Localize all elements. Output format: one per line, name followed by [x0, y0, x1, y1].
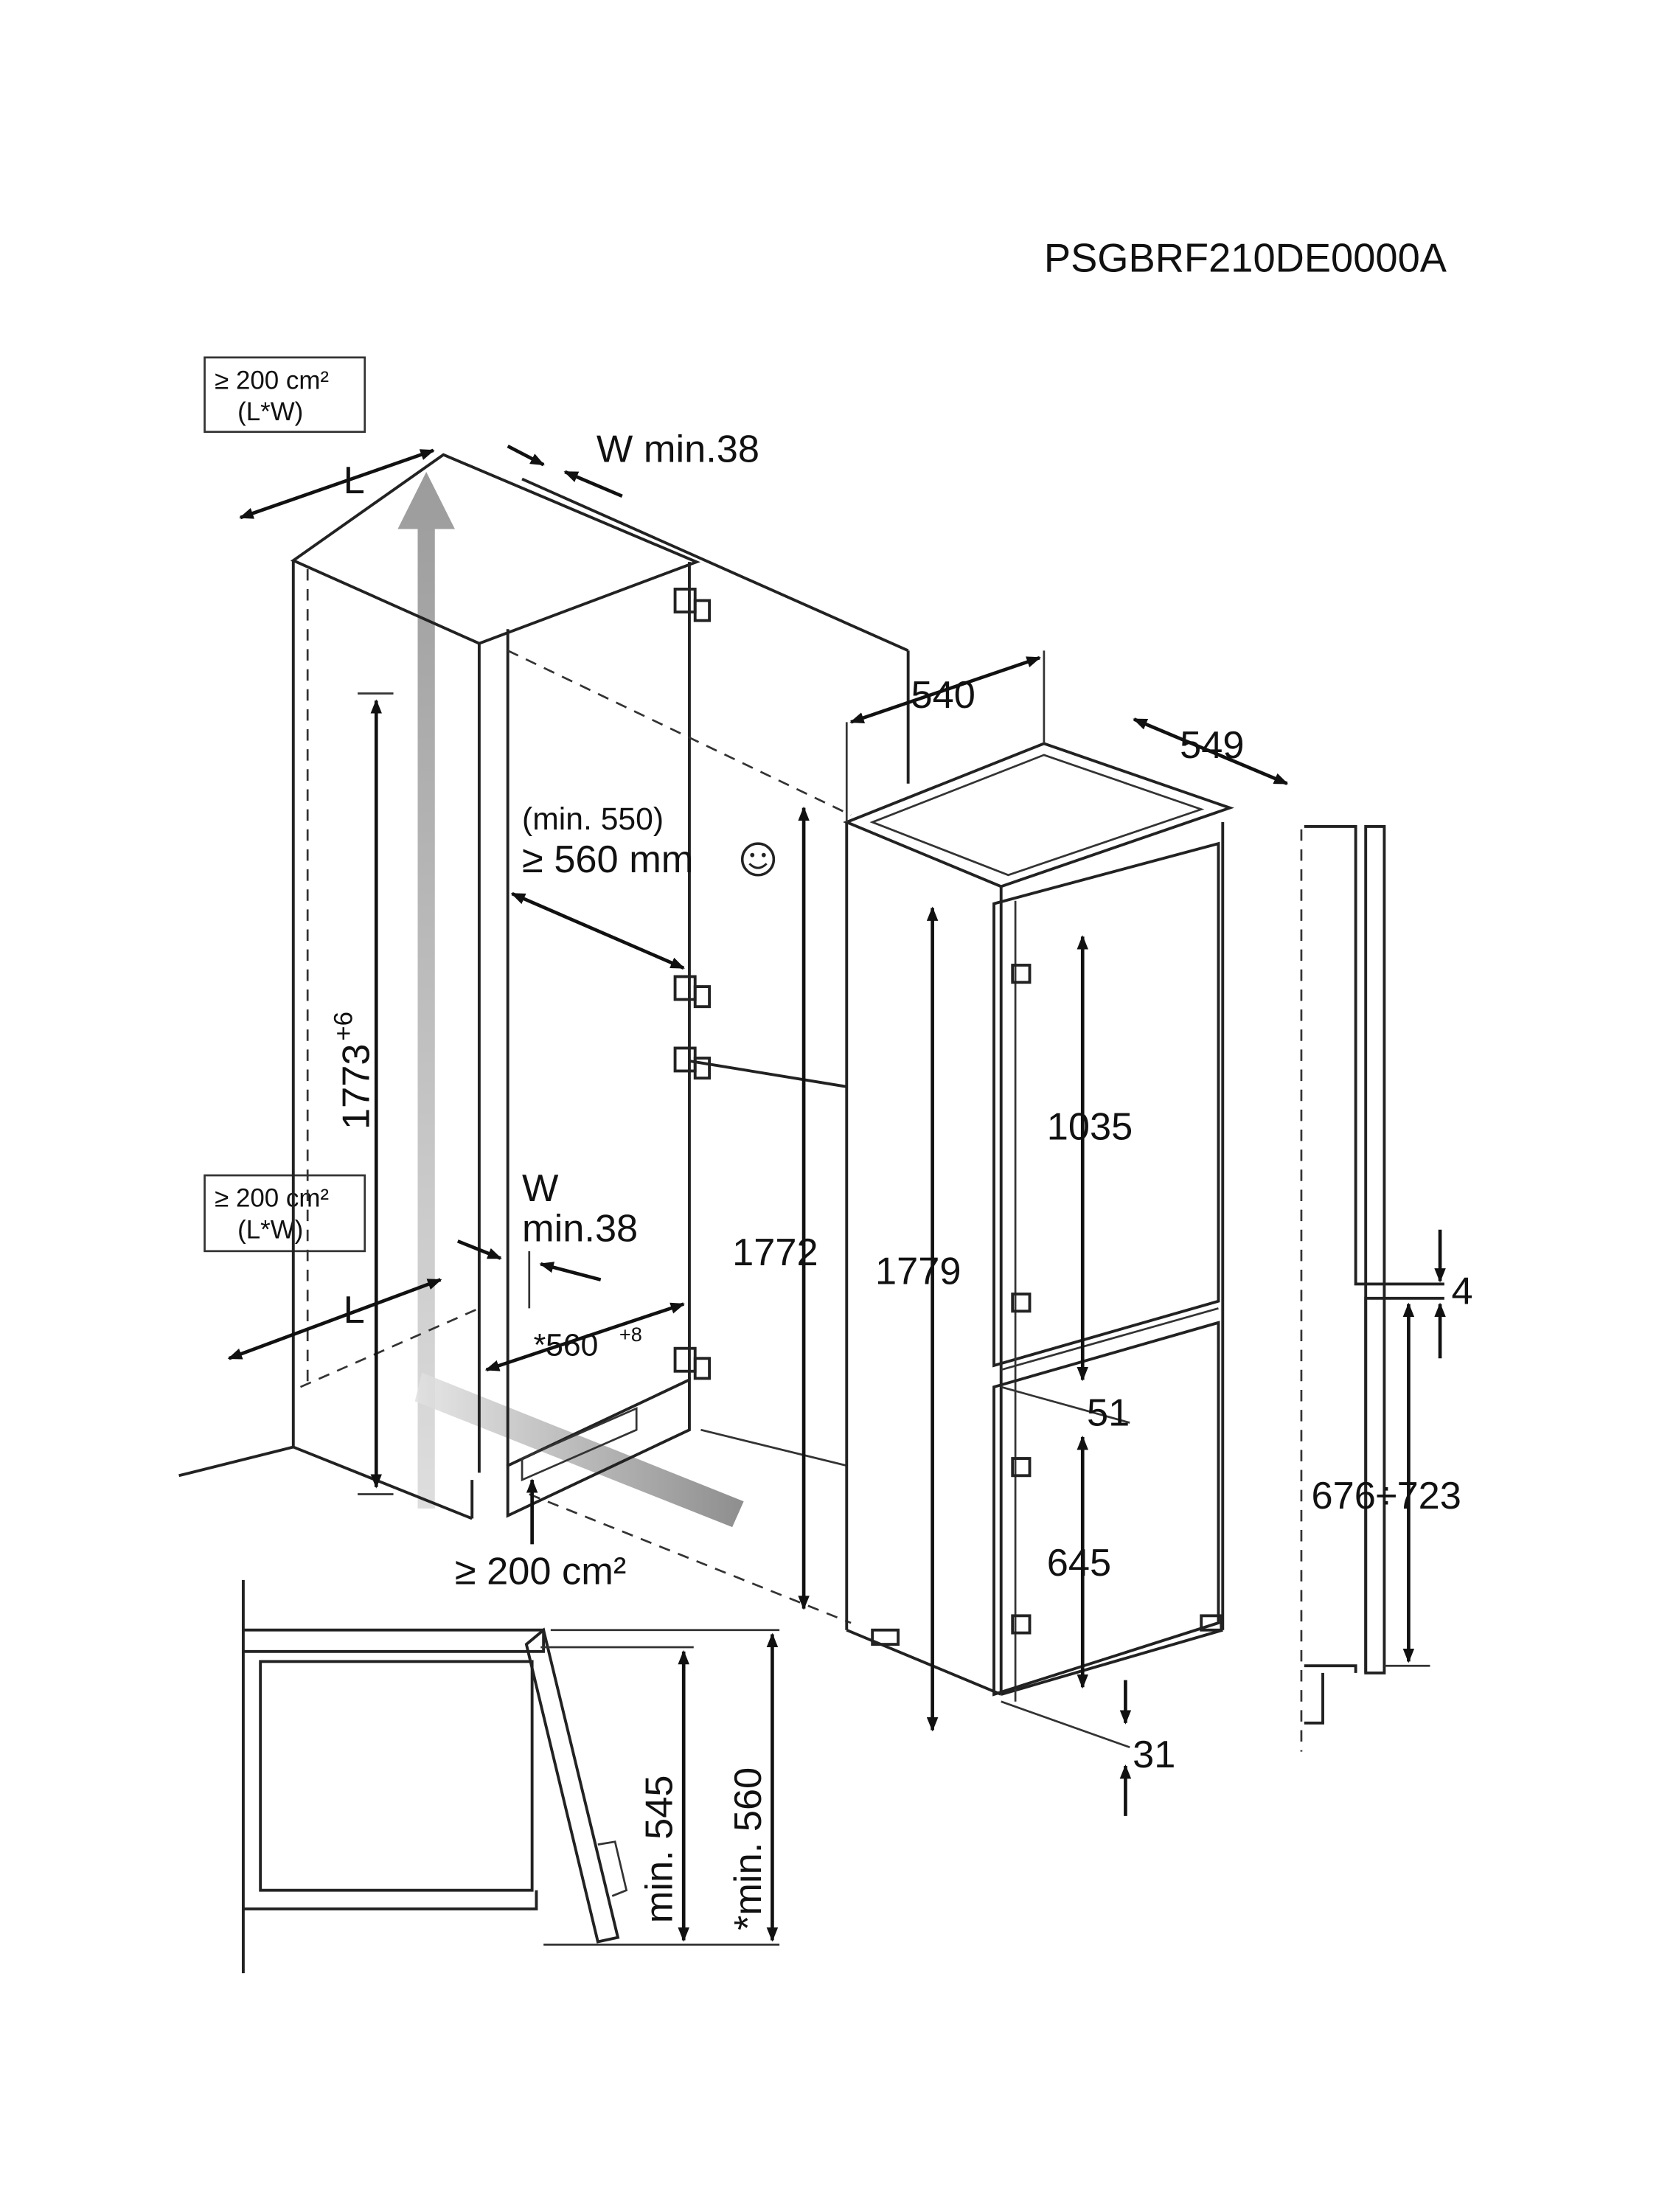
- door-section-detail: [241, 1579, 780, 1974]
- label-lower-door: 645: [1047, 1542, 1111, 1585]
- label-upper-door: 1035: [1047, 1106, 1133, 1149]
- label-niche-depth: *560: [534, 1327, 599, 1363]
- label-depth-549: 549: [1180, 724, 1244, 767]
- vent-box-bottom-line1: ≥ 200 cm²: [215, 1184, 329, 1213]
- vent-box-bottom: ≥ 200 cm² (L*W): [204, 1174, 366, 1253]
- airflow-arrows: [397, 471, 744, 1528]
- label-min545: min. 545: [639, 1775, 681, 1924]
- label-height-1779: 1779: [875, 1250, 961, 1293]
- label-bottom-31: 31: [1133, 1733, 1175, 1776]
- label-min560: *min. 560: [727, 1767, 770, 1930]
- label-min38-bottom: min.38: [522, 1207, 638, 1250]
- label-ge560: ≥ 560 mm: [522, 838, 693, 881]
- fridge-appliance: [843, 742, 1234, 1702]
- label-w-min-top: W min.38: [597, 428, 759, 470]
- niche-cabinet: [178, 453, 910, 1624]
- label-height-1772: 1772: [732, 1231, 818, 1274]
- vent-box-top: ≥ 200 cm² (L*W): [204, 356, 366, 434]
- label-niche-height: 1773: [335, 1044, 378, 1130]
- label-gap-4: 4: [1452, 1270, 1473, 1313]
- vent-box-top-line1: ≥ 200 cm²: [215, 366, 329, 394]
- label-width-540: 540: [911, 674, 975, 717]
- label-L-bottom: L: [344, 1289, 365, 1332]
- smiley-icon: [740, 842, 776, 877]
- label-w-bottom: W: [522, 1167, 559, 1210]
- label-niche-depth-tol: +8: [619, 1323, 642, 1346]
- label-L-top: L: [344, 459, 365, 502]
- model-title: PSGBRF210DE0000A: [1044, 235, 1447, 280]
- label-vent-bottom: ≥ 200 cm²: [455, 1551, 626, 1593]
- label-gap-51: 51: [1087, 1391, 1130, 1434]
- label-min550: (min. 550): [522, 801, 664, 837]
- label-niche-height-tol: +6: [329, 1012, 358, 1041]
- cabinet-hinges: [673, 588, 712, 1380]
- rail-profile: [1300, 824, 1444, 1752]
- vent-box-top-line2: (L*W): [237, 397, 303, 426]
- label-range-676-723: 676÷723: [1312, 1475, 1461, 1517]
